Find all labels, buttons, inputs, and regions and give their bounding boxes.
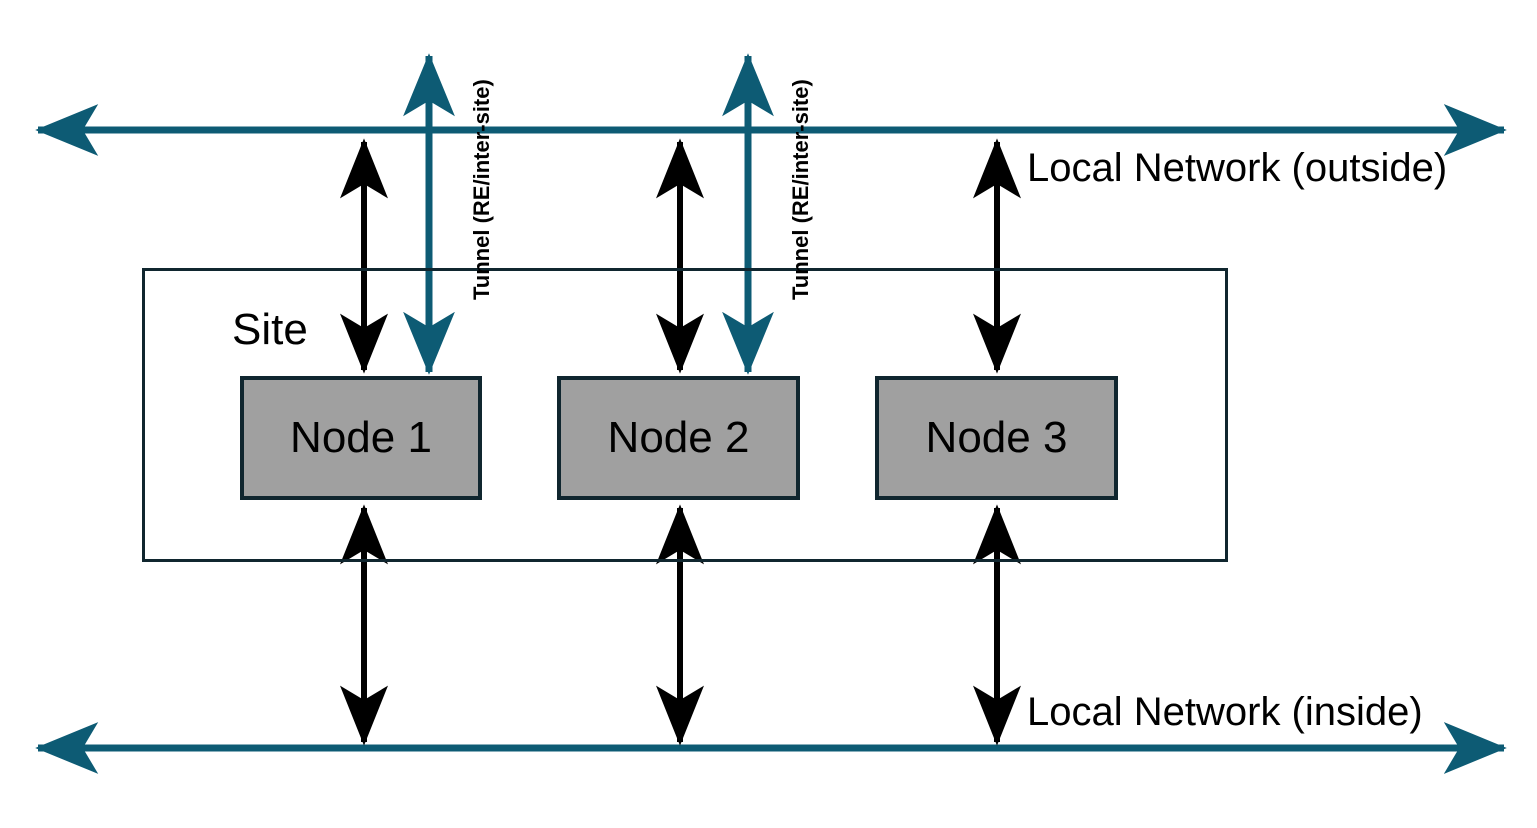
site-label: Site <box>232 305 308 354</box>
network-label-inside: Local Network (inside) <box>1027 690 1423 734</box>
site-boundary-box <box>142 268 1228 562</box>
node-label-1: Node 1 <box>290 413 432 462</box>
node-box-1[interactable]: Node 1 <box>240 376 482 500</box>
uplink-arrow-group <box>339 138 1021 374</box>
tunnel-label-node-1: Tunnel (RE/inter-site) <box>469 79 494 300</box>
node-label-3: Node 3 <box>925 413 1068 462</box>
network-label-outside: Local Network (outside) <box>1027 146 1448 190</box>
node-box-3[interactable]: Node 3 <box>875 376 1118 500</box>
downlink-arrow-group <box>339 504 1021 746</box>
tunnel-label-node-2: Tunnel (RE/inter-site) <box>788 79 813 300</box>
node-box-2[interactable]: Node 2 <box>557 376 800 500</box>
tunnel-arrow-group <box>403 53 774 375</box>
node-label-2: Node 2 <box>607 413 750 462</box>
